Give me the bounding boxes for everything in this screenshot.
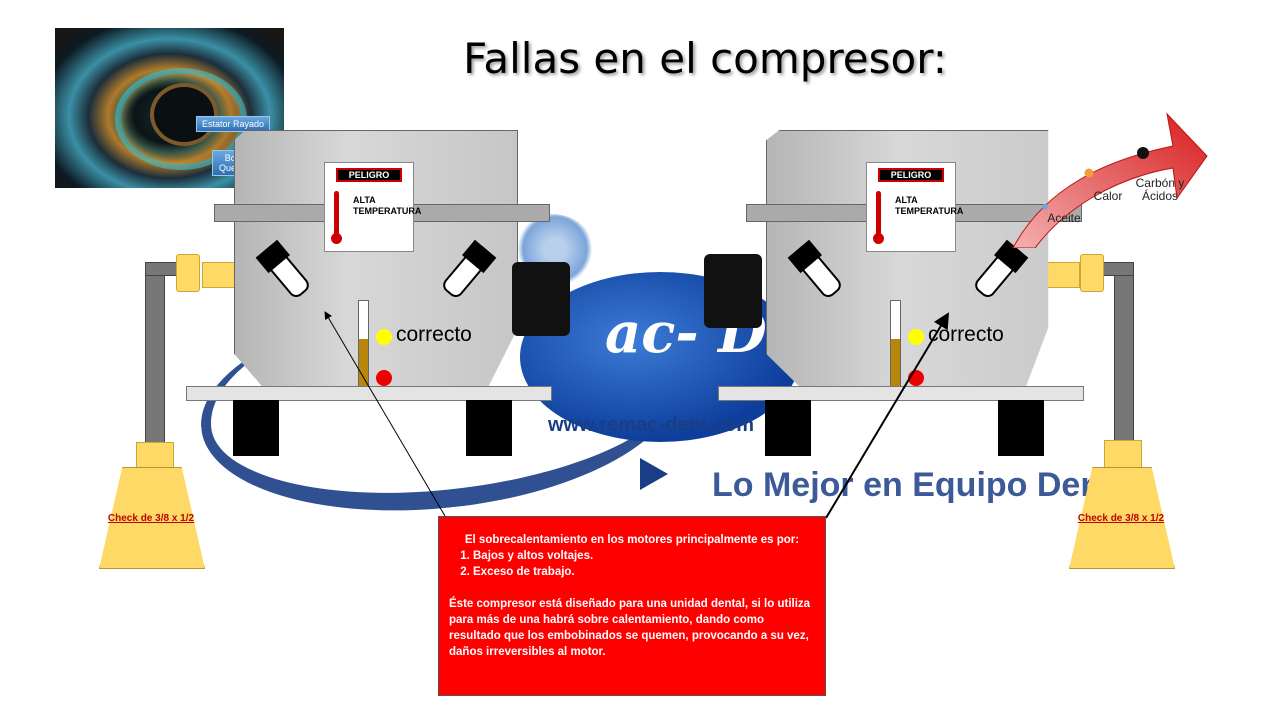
stator-core [150,83,218,146]
stage-carbon: Carbón y Ácidos [1135,176,1185,203]
info-box: El sobrecalentamiento en los motores pri… [438,516,826,696]
stage-dot-carbon [1137,147,1149,159]
warning-label: PELIGRO ALTA TEMPERATURA [866,162,964,252]
compressor-foot [466,400,512,456]
fitting-right-nut [1080,254,1104,292]
pointer-line-left [324,311,446,517]
check-valve-left-label: Check de 3/8 x 1/2 [107,513,195,524]
fitting-right-connector [1046,262,1080,288]
oil-level [359,339,368,387]
warning-text: ALTA TEMPERATURA [895,195,964,216]
pointer-line-right [825,312,950,519]
info-heading: El sobrecalentamiento en los motores pri… [464,534,800,546]
info-explanation: Éste compresor está diseñado para una un… [449,598,811,658]
level-low-dot [376,370,392,386]
info-cause-item: Bajos y altos voltajes. [473,548,815,564]
stage-dot-calor [1084,168,1094,178]
info-cause-item: Exceso de trabajo. [473,564,815,580]
arrow-shape [1012,112,1208,248]
logo-arrow [640,458,668,490]
check-valve-right-label: Check de 3/8 x 1/2 [1077,513,1165,524]
info-causes: Bajos y altos voltajes. Exceso de trabaj… [449,548,815,580]
warning-title: PELIGRO [878,168,944,182]
thermometer-icon [876,191,881,239]
stage-dot-aceite [1042,204,1048,210]
motor-block [512,262,570,336]
fitting-left-valve-top [136,442,174,470]
level-ok-dot [376,329,392,345]
compressor-left: PELIGRO ALTA TEMPERATURA correcto [186,130,706,470]
photo-tag-stator: Estator Rayado [195,116,270,132]
compressor-right: PELIGRO ALTA TEMPERATURA correcto [704,130,1238,470]
fitting-left-nut [176,254,200,292]
logo-url: www.remac-dent.com [548,414,754,436]
logo-slogan: Lo Mejor en Equipo Den [712,466,1102,504]
slide-title: Fallas en el compresor: [463,34,947,83]
level-ok-label: correcto [396,323,472,346]
compressor-foot [998,400,1044,456]
motor-block [704,254,762,328]
warning-label: PELIGRO ALTA TEMPERATURA [324,162,422,252]
level-ok-dot [908,329,924,345]
stator-photo: Estator Rayado Bobinas Quemadas [55,28,284,188]
thermometer-bulb [331,233,342,244]
stage-calor: Calor [1093,189,1123,203]
compressor-foot [765,400,811,456]
stage-aceite: Aceite [1047,211,1081,225]
thermometer-bulb [873,233,884,244]
compressor-foot [233,400,279,456]
thermometer-icon [334,191,339,239]
oil-level [891,339,900,387]
progression-arrow [1012,112,1208,248]
warning-text: ALTA TEMPERATURA [353,195,422,216]
fitting-right-valve-top [1104,440,1142,468]
warning-title: PELIGRO [336,168,402,182]
